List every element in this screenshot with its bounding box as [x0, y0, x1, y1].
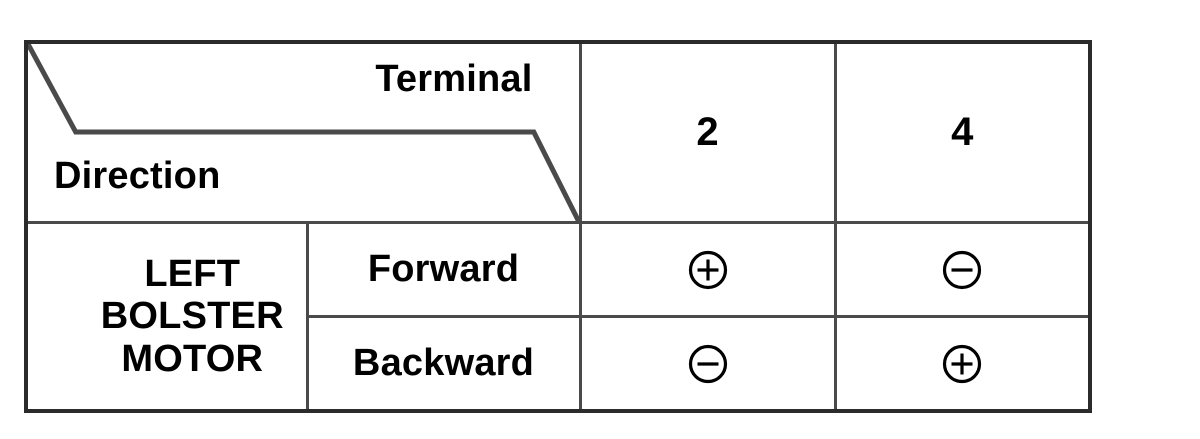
polarity-cell-forward-terminal-2	[578, 221, 837, 318]
table-row: LEFT BOLSTER MOTOR Forward	[24, 221, 1092, 413]
plus-circle-icon	[941, 343, 983, 385]
polarity-cell-forward-terminal-4	[833, 221, 1092, 318]
terminal-header-4: 4	[833, 40, 1092, 224]
direction-label-forward: Forward	[305, 221, 582, 318]
corner-row-axis-label: Direction	[54, 155, 221, 197]
motor-name-line-1: LEFT	[144, 252, 241, 295]
minus-circle-icon	[941, 249, 983, 291]
corner-split-header-cell: Terminal Direction	[24, 40, 582, 224]
table-header-row: Terminal Direction 2 4	[24, 40, 1092, 224]
terminal-header-2: 2	[578, 40, 837, 224]
motor-name: LEFT BOLSTER MOTOR	[28, 253, 306, 381]
motor-name-line-3: MOTOR	[121, 337, 264, 380]
direction-label-backward: Backward	[305, 315, 582, 413]
polarity-cell-backward-terminal-2	[578, 315, 837, 413]
minus-circle-icon	[687, 343, 729, 385]
plus-circle-icon	[687, 249, 729, 291]
diagonal-split-lines-icon	[28, 44, 579, 221]
polarity-cell-backward-terminal-4	[833, 315, 1092, 413]
motor-name-line-2: BOLSTER	[100, 295, 284, 338]
motor-name-cell: LEFT BOLSTER MOTOR	[24, 221, 309, 413]
table-row: Backward	[26, 315, 1092, 413]
terminal-polarity-table: Terminal Direction 2 4 LEFT BOLSTER MOTO…	[24, 40, 1092, 413]
corner-column-axis-label: Terminal	[375, 58, 533, 100]
terminal-polarity-table-container: Terminal Direction 2 4 LEFT BOLSTER MOTO…	[24, 40, 1092, 413]
